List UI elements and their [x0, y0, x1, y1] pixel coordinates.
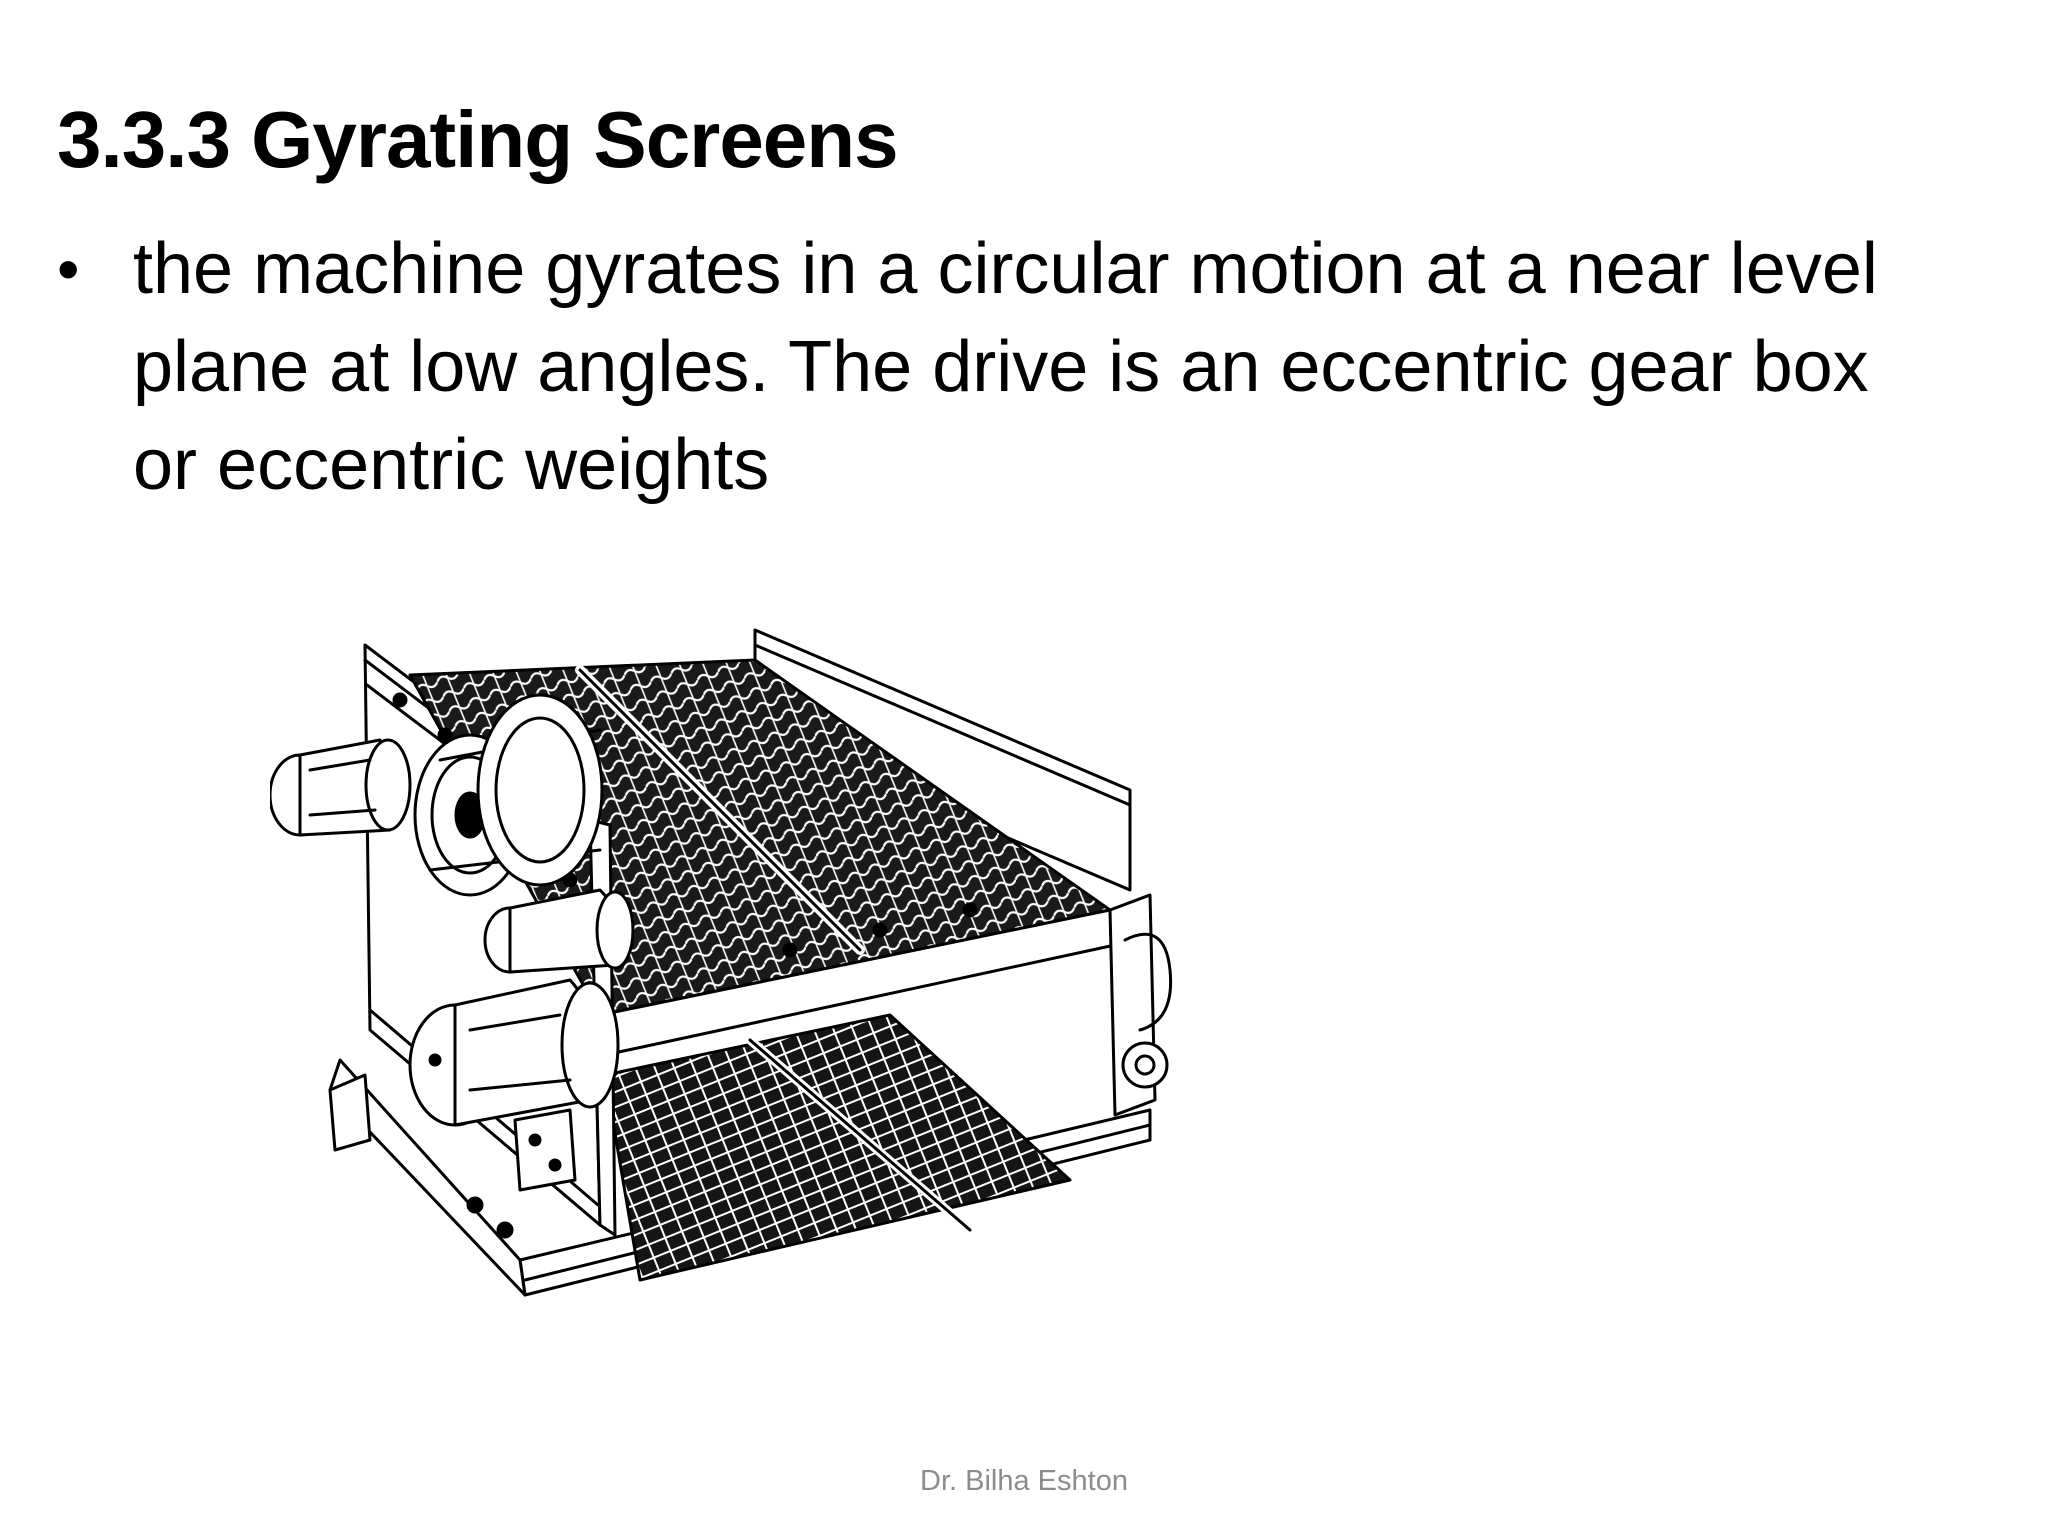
- slide-title: 3.3.3 Gyrating Screens: [57, 95, 899, 184]
- bullet-line-1: the machine gyrates in a circular motion…: [133, 229, 1878, 309]
- bullet-line-3: or eccentric weights: [133, 425, 770, 505]
- footer-author: Dr. Bilha Eshton: [920, 1465, 1128, 1497]
- bullet-line-2: plane at low angles. The drive is an ecc…: [133, 327, 1869, 407]
- gyrating-screen-machine-drawing: [270, 628, 1173, 1297]
- bullet-item: • the machine gyrates in a circular moti…: [57, 220, 1957, 514]
- bullet-marker: •: [57, 233, 80, 305]
- bullet-list: • the machine gyrates in a circular moti…: [57, 220, 1957, 514]
